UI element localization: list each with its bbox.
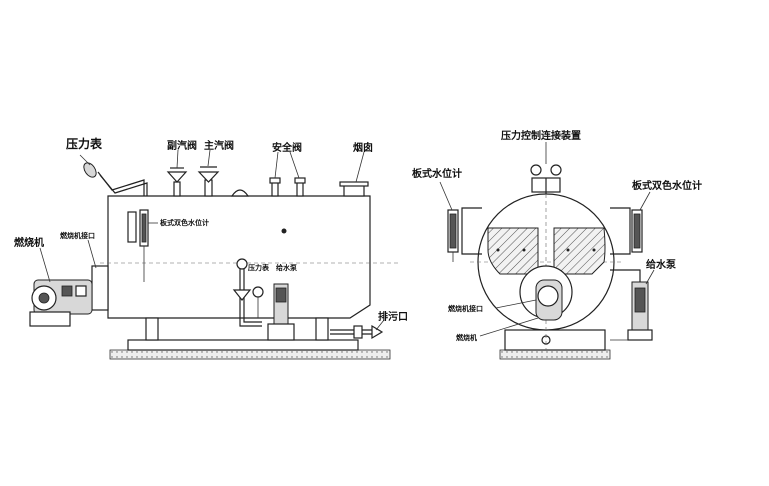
feed-pump-base	[267, 323, 295, 341]
feed-pump-motor	[275, 287, 287, 303]
feed-pump-pipe	[610, 269, 641, 282]
safety-valve-1-cap	[269, 177, 281, 184]
label-safety-valve: 安全阀	[272, 141, 302, 154]
front-burner-fan-icon	[537, 285, 559, 307]
leader-front-burner	[479, 317, 539, 337]
feed-gauge-icon	[236, 258, 248, 270]
left-gauge-pipe	[461, 207, 482, 255]
leader-front-burner-interface	[495, 299, 537, 309]
leader-safety-2	[289, 151, 300, 179]
label-feed-pump: 给水泵	[646, 258, 677, 271]
leader-drain	[375, 319, 385, 331]
tube-mark-3	[566, 248, 570, 252]
leader-gauge	[79, 154, 91, 166]
front-ground	[499, 349, 611, 360]
label-plate-level-gauge-right: 板式双色水位计	[632, 179, 702, 192]
label-front-burner-interface: 燃烧机接口	[447, 304, 483, 313]
front-level-gauge-right	[610, 207, 643, 255]
front-leaders	[439, 142, 655, 337]
front-feed-pump-motor	[634, 287, 646, 313]
tube-mark-2	[522, 248, 526, 252]
level-gauge-glass	[141, 213, 147, 243]
leader-safety-1	[274, 151, 279, 179]
side-view: 压力表 副汽阀 主汽阀 安全阀 烟囱 板式双色水位计 燃烧机 燃烧机接口 压力表…	[14, 136, 408, 360]
left-level-gauge-glass	[449, 213, 457, 249]
front-base	[504, 329, 606, 351]
label-pressure-control-device: 压力控制连接装置	[501, 129, 581, 142]
label-burner-interface: 燃烧机接口	[59, 231, 95, 240]
burner-box	[75, 285, 87, 297]
burner-base	[29, 311, 71, 327]
support-leg-right	[315, 317, 329, 341]
pump-gauge-icon	[252, 286, 264, 298]
label-drain-outlet: 排污口	[378, 310, 408, 323]
side-leaders	[39, 149, 385, 331]
level-gauge-side	[127, 209, 149, 282]
safety-valve-1	[271, 181, 279, 197]
label-plate-level-gauge: 板式双色水位计	[160, 218, 209, 227]
burner-motor	[61, 285, 73, 297]
tube-bank-right	[553, 227, 606, 275]
label-plate-level-gauge-left: 板式水位计	[412, 167, 462, 180]
front-view: 压力控制连接装置 板式水位计 板式双色水位计 给水泵 燃烧机接口 燃烧机	[412, 129, 702, 360]
leader-main	[207, 149, 211, 167]
top-fittings	[83, 162, 369, 197]
pressure-gauge-icon	[83, 162, 97, 178]
label-burner: 燃烧机	[14, 236, 44, 249]
label-aux-valve: 副汽阀	[167, 139, 197, 152]
feed-valve-icon	[232, 289, 252, 301]
leader-aux	[176, 149, 179, 169]
label-feed-pump-small: 给水泵	[276, 263, 297, 272]
right-gauge-pipe	[610, 207, 631, 255]
drain-end-icon	[371, 324, 384, 340]
label-front-burner: 燃烧机	[455, 333, 477, 342]
label-pressure-gauge: 压力表	[66, 136, 103, 151]
leader-burner	[39, 247, 51, 283]
chimney-flange	[339, 181, 369, 187]
safety-valve-2	[296, 181, 304, 197]
front-level-gauge-left	[447, 207, 482, 262]
level-gauge-clamp	[127, 211, 137, 243]
feed-pipe	[239, 266, 262, 327]
support-leg-left	[145, 317, 159, 341]
main-valve-icon	[197, 171, 220, 183]
leader-chimney	[355, 151, 365, 183]
burner-side	[29, 265, 109, 327]
shell-mark	[281, 228, 287, 234]
pressure-control	[530, 164, 562, 194]
front-feed-pump-base	[627, 329, 653, 341]
feed-pipe-2	[243, 266, 262, 323]
pressure-control-gauge-2	[550, 164, 562, 176]
gauge-pipe-2	[99, 174, 148, 196]
label-main-valve: 主汽阀	[204, 139, 234, 152]
right-level-gauge-glass	[633, 213, 641, 249]
pressure-control-gauge-1	[530, 164, 542, 176]
skid-frame	[127, 339, 359, 351]
manhole-dome	[230, 189, 250, 197]
leader-right-gauge	[639, 191, 651, 211]
safety-valve-2-cap	[294, 177, 306, 184]
front-feed-pump	[610, 269, 653, 341]
leader-left-gauge	[439, 181, 453, 211]
burner-fan-hub	[38, 292, 50, 304]
drain-valve-icon	[353, 325, 363, 339]
tube-mark-4	[592, 248, 596, 252]
label-chimney: 烟囱	[353, 141, 373, 154]
drain-side	[330, 324, 384, 340]
label-small-pressure-gauge: 压力表	[248, 263, 270, 272]
pump-assembly-side	[232, 258, 295, 341]
aux-valve-stem	[173, 181, 181, 197]
gauge-pipe	[97, 171, 145, 196]
leader-feed-pump	[645, 269, 655, 285]
tube-mark-1	[496, 248, 500, 252]
ground-base	[109, 349, 391, 360]
tube-bank-left	[487, 227, 539, 275]
burner-flange	[91, 265, 109, 311]
aux-valve-icon	[166, 171, 188, 183]
leader-burner-interface	[87, 239, 97, 269]
